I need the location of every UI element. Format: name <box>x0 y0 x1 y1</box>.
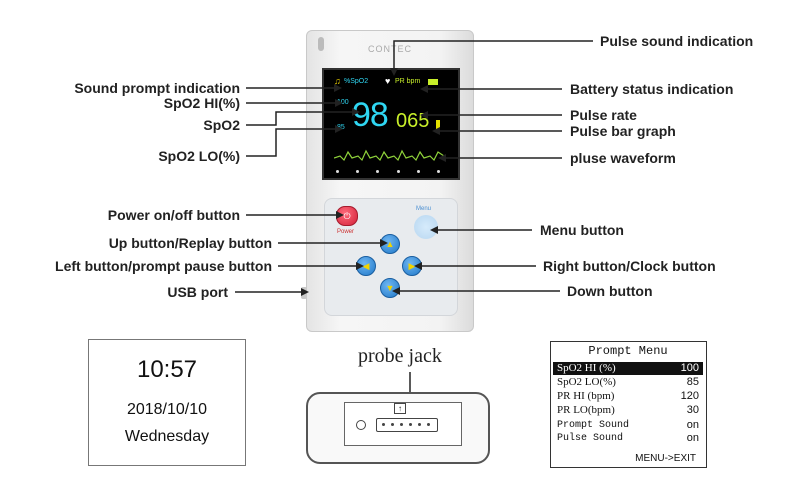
label-up: Up button/Replay button <box>108 235 272 251</box>
menu-row-spo2-hi[interactable]: SpO2 HI (%)100 <box>553 362 703 375</box>
left-button[interactable]: ◀ <box>356 256 376 276</box>
line-spo2 <box>246 111 352 126</box>
battery-icon <box>428 79 438 85</box>
arrowhead-spo2-hi <box>335 99 343 107</box>
menu-row-pr-lo[interactable]: PR LO(bpm)30 <box>557 404 699 416</box>
label-pulse-sound: Pulse sound indication <box>600 33 754 49</box>
arrowhead-spo2-lo <box>335 125 343 133</box>
arrowhead-up <box>380 239 388 247</box>
label-spo2: SpO2 <box>203 117 240 133</box>
label-menu: Menu button <box>540 222 624 238</box>
arrowhead-menu <box>430 226 438 234</box>
label-left: Left button/prompt pause button <box>55 258 272 274</box>
arrowhead-waveform <box>438 154 446 162</box>
arrowhead-spo2 <box>352 108 360 116</box>
label-waveform: pluse waveform <box>570 150 676 166</box>
pulse-bar <box>436 120 440 130</box>
label-down: Down button <box>567 283 653 299</box>
spo2-hi-value: 100 <box>337 99 349 106</box>
line-spo2-lo <box>246 128 335 157</box>
label-power: Power on/off button <box>107 207 240 223</box>
clock-display: 10:57 2018/10/10 Wednesday <box>88 339 246 466</box>
screen-dots <box>336 170 440 174</box>
label-pulse-rate: Pulse rate <box>570 107 637 123</box>
probe-jack-pins <box>382 423 430 426</box>
arrowhead-battery <box>420 85 428 93</box>
bell-icon: ♫ <box>334 76 341 86</box>
spo2-lo-value: 85 <box>337 124 345 131</box>
label-battery: Battery status indication <box>570 81 734 97</box>
arrow-left-icon: ◀ <box>362 260 370 271</box>
probe-screw-icon <box>356 420 366 430</box>
clock-date: 2018/10/10 <box>126 401 208 418</box>
heart-icon: ♥ <box>385 76 391 86</box>
line-pulse-sound <box>393 40 593 68</box>
probe-symbol-icon: ↑ <box>394 403 406 414</box>
menu-row-spo2-lo[interactable]: SpO2 LO(%)85 <box>557 376 699 388</box>
prompt-menu-footer: MENU->EXIT <box>635 453 696 464</box>
arrowhead-usb <box>301 288 309 296</box>
clock-day: Wednesday <box>124 428 210 445</box>
label-sound-prompt: Sound prompt indication <box>74 80 240 96</box>
menu-button[interactable] <box>414 215 438 239</box>
label-usb: USB port <box>167 284 228 300</box>
label-right: Right button/Clock button <box>543 258 716 274</box>
pr-header-label: PR bpm <box>395 78 421 85</box>
arrow-up-icon: ▲ <box>385 239 395 249</box>
brand-logo: CONTEC <box>368 44 412 54</box>
arrowhead-power <box>336 211 344 219</box>
clock-time: 10:57 <box>136 356 198 383</box>
pulse-waveform <box>334 149 445 162</box>
arrowhead-right <box>414 262 422 270</box>
spo2-header-label: %SpO2 <box>344 78 369 85</box>
menu-row-pr-hi[interactable]: PR HI (bpm)120 <box>557 390 699 402</box>
arrow-right-icon: ▶ <box>408 260 416 271</box>
arrowhead-sound-prompt <box>334 84 342 92</box>
arrowhead-down <box>392 287 400 295</box>
arrowhead-pulse-rate <box>420 111 428 119</box>
label-pulse-bar: Pulse bar graph <box>570 123 676 139</box>
arrow-down-icon: ▼ <box>385 283 395 293</box>
power-icon: ⏻ <box>343 210 351 221</box>
arrowhead-pulse-bar <box>432 127 440 135</box>
spo2-value: 98 <box>352 96 389 134</box>
power-text: Power <box>337 229 355 235</box>
arrowhead-pulse-sound <box>390 68 398 76</box>
arrowhead-left <box>356 262 364 270</box>
probe-jack-socket[interactable] <box>376 418 438 432</box>
prompt-menu-panel: Prompt Menu SpO2 HI (%)100 SpO2 LO(%)85 … <box>550 341 707 468</box>
lanyard-hole <box>318 37 324 51</box>
probe-jack-title: probe jack <box>358 345 442 367</box>
menu-text: Menu <box>416 206 432 212</box>
label-spo2-hi: SpO2 HI(%) <box>163 95 240 111</box>
prompt-menu-title: Prompt Menu <box>588 344 668 358</box>
label-spo2-lo: SpO2 LO(%) <box>158 148 240 164</box>
